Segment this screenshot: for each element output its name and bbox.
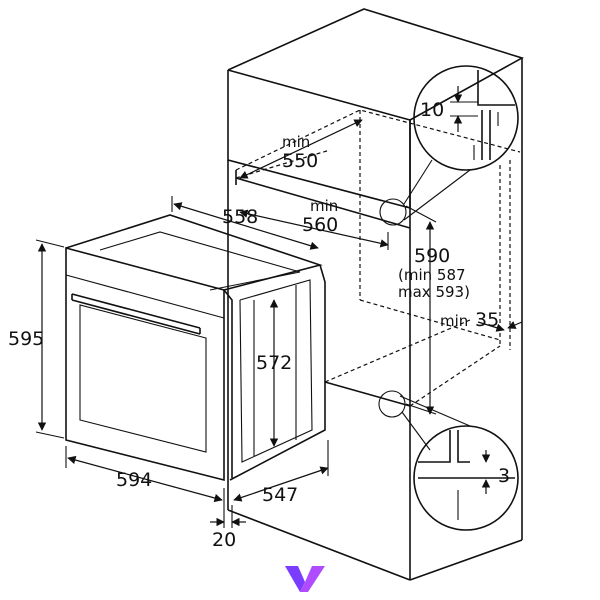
detail-callout-bottom (378, 390, 519, 531)
label-gap-top-10: 10 (420, 99, 444, 121)
detail-callout-top (379, 65, 519, 226)
label-595: 595 (8, 328, 44, 350)
label-gap-bottom-3: 3 (498, 465, 510, 487)
label-min-550-prefix: min (282, 133, 310, 151)
dimension-lines (35, 119, 523, 528)
label-min-560-prefix: min (310, 197, 338, 215)
label-min-35-prefix: min (440, 312, 468, 330)
brand-logo-icon (285, 566, 325, 592)
dimension-labels: min 550 558 min 560 10 590 (min 587 max … (8, 99, 510, 551)
label-594: 594 (116, 469, 152, 491)
label-590: 590 (414, 245, 450, 267)
cabinet-outline (227, 8, 525, 581)
label-590-range-max: max 593) (398, 283, 470, 301)
oven-body (65, 214, 326, 482)
label-560: 560 (302, 214, 338, 236)
label-572: 572 (256, 352, 292, 374)
label-547: 547 (262, 484, 298, 506)
label-20: 20 (212, 529, 236, 551)
label-35: 35 (475, 309, 499, 331)
label-558: 558 (222, 206, 258, 228)
label-550: 550 (282, 150, 318, 172)
label-590-range-min: (min 587 (398, 266, 466, 284)
